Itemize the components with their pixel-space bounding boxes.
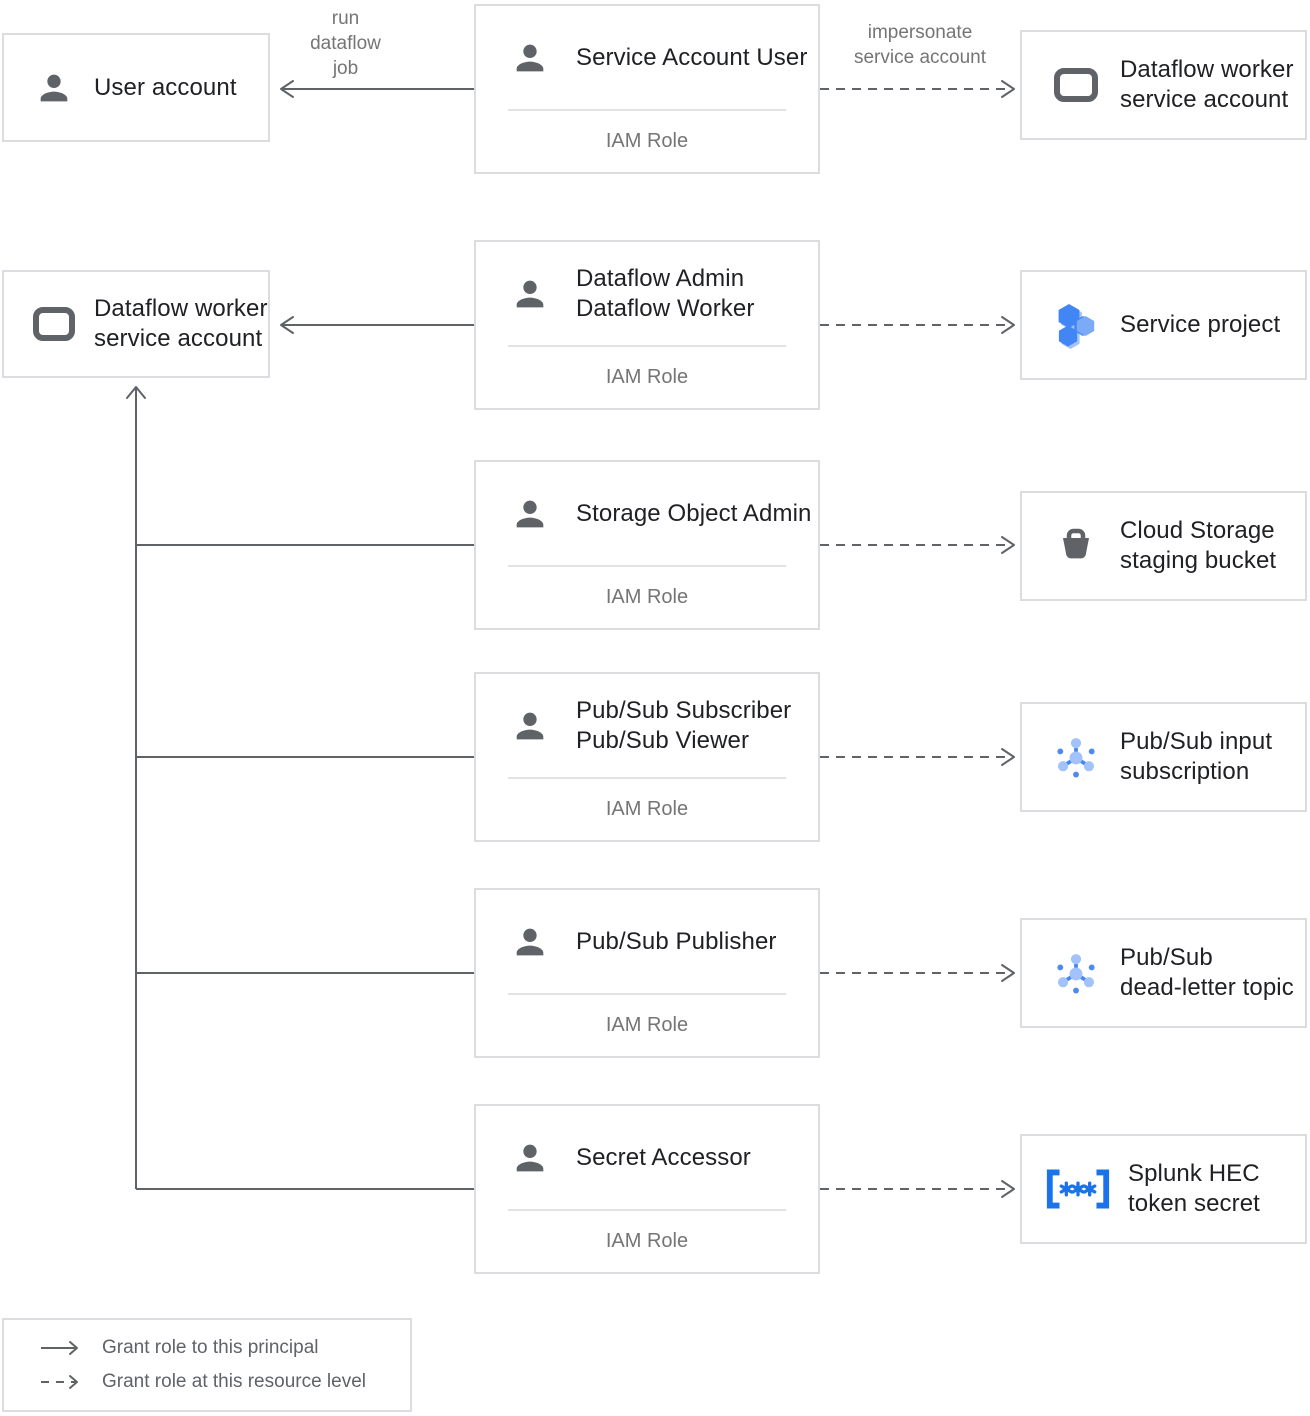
legend-dashed-label: Grant role at this resource level xyxy=(102,1371,367,1392)
legend-row-solid: Grant role to this principal xyxy=(40,1337,410,1359)
iam-role-label: IAM Role xyxy=(605,586,689,608)
person-icon xyxy=(510,1138,550,1178)
role-title: Storage Object Admin xyxy=(576,499,812,527)
person-icon xyxy=(510,494,550,534)
resource-box-dataflow-worker-service-account: Dataflow worker service account xyxy=(1020,30,1307,140)
dashed-arrow-impersonate xyxy=(820,80,1015,98)
iam-role-label: IAM Role xyxy=(605,366,689,388)
resource-box-pubsub-dead-letter-topic: Pub/Sub dead-letter topic xyxy=(1020,918,1307,1028)
role-box-pubsub-publisher: Pub/Sub Publisher IAM Role xyxy=(474,888,820,1058)
resource-title: Pub/Sub input subscription xyxy=(1120,728,1273,785)
user-account-box: User account xyxy=(2,33,270,142)
iam-role-label: IAM Role xyxy=(605,1230,689,1252)
dashed-arrow-row2 xyxy=(820,316,1015,334)
iam-role-label: IAM Role xyxy=(605,130,689,152)
divider xyxy=(508,1209,786,1211)
dashed-arrow-row4 xyxy=(820,748,1015,766)
trunk-arrow-to-worker-service-account xyxy=(126,386,474,1190)
service-account-icon xyxy=(1052,66,1100,104)
person-icon xyxy=(510,38,550,78)
role-box-secret-accessor: Secret Accessor IAM Role xyxy=(474,1104,820,1274)
legend: Grant role to this principal Grant role … xyxy=(2,1318,412,1412)
dashed-arrow-row3 xyxy=(820,536,1015,554)
role-box-storage-object-admin: Storage Object Admin IAM Role xyxy=(474,460,820,630)
dashed-arrow-row6 xyxy=(820,1180,1015,1198)
divider xyxy=(508,993,786,995)
divider xyxy=(508,345,786,347)
resource-title: Splunk HEC token secret xyxy=(1128,1160,1260,1217)
role-box-dataflow-admin-worker: Dataflow Admin Dataflow Worker IAM Role xyxy=(474,240,820,410)
divider xyxy=(508,565,786,567)
person-icon xyxy=(32,68,76,108)
resource-title: Service project xyxy=(1120,311,1281,338)
service-account-icon xyxy=(32,305,76,343)
pubsub-icon xyxy=(1052,731,1100,783)
divider xyxy=(508,109,786,111)
storage-bucket-icon xyxy=(1052,526,1100,566)
project-icon xyxy=(1052,301,1100,349)
legend-row-dashed: Grant role at this resource level xyxy=(40,1371,410,1393)
edge-label-impersonate-service-account: impersonate service account xyxy=(853,22,986,68)
resource-box-cloud-storage-staging-bucket: Cloud Storage staging bucket xyxy=(1020,491,1307,601)
dashed-arrow-icon xyxy=(41,1375,78,1389)
resource-box-pubsub-input-subscription: Pub/Sub input subscription xyxy=(1020,702,1307,812)
divider xyxy=(508,777,786,779)
person-icon xyxy=(510,922,550,962)
resource-box-splunk-hec-token-secret: Splunk HEC token secret xyxy=(1020,1134,1307,1244)
resource-title: Pub/Sub dead-letter topic xyxy=(1120,944,1294,1001)
pubsub-icon xyxy=(1052,947,1100,999)
edge-label-run-dataflow-job: run dataflow job xyxy=(310,8,381,79)
person-icon xyxy=(510,706,550,746)
box-title: User account xyxy=(94,73,237,101)
legend-solid-label: Grant role to this principal xyxy=(102,1337,319,1358)
role-box-service-account-user: Service Account User IAM Role xyxy=(474,4,820,174)
role-title: Service Account User xyxy=(576,43,808,71)
role-title: Pub/Sub Subscriber Pub/Sub Viewer xyxy=(576,696,792,754)
role-box-pubsub-subscriber-viewer: Pub/Sub Subscriber Pub/Sub Viewer IAM Ro… xyxy=(474,672,820,842)
iam-role-label: IAM Role xyxy=(605,1014,689,1036)
resource-title: Dataflow worker service account xyxy=(1120,56,1294,113)
solid-arrow-icon xyxy=(41,1341,78,1355)
dataflow-worker-service-account-box-left: Dataflow worker service account xyxy=(2,270,270,378)
solid-arrow-row2 xyxy=(280,316,474,334)
role-title: Pub/Sub Publisher xyxy=(576,927,777,955)
person-icon xyxy=(510,274,550,314)
resource-box-service-project: Service project xyxy=(1020,270,1307,380)
secret-icon xyxy=(1042,1167,1114,1211)
dashed-arrow-row5 xyxy=(820,964,1015,982)
role-title: Dataflow Admin Dataflow Worker xyxy=(576,264,755,322)
resource-title: Cloud Storage staging bucket xyxy=(1120,517,1277,574)
solid-arrow-run-dataflow-job xyxy=(280,80,474,98)
iam-role-label: IAM Role xyxy=(605,798,689,820)
box-title: Dataflow worker service account xyxy=(94,295,268,352)
role-title: Secret Accessor xyxy=(576,1143,751,1171)
